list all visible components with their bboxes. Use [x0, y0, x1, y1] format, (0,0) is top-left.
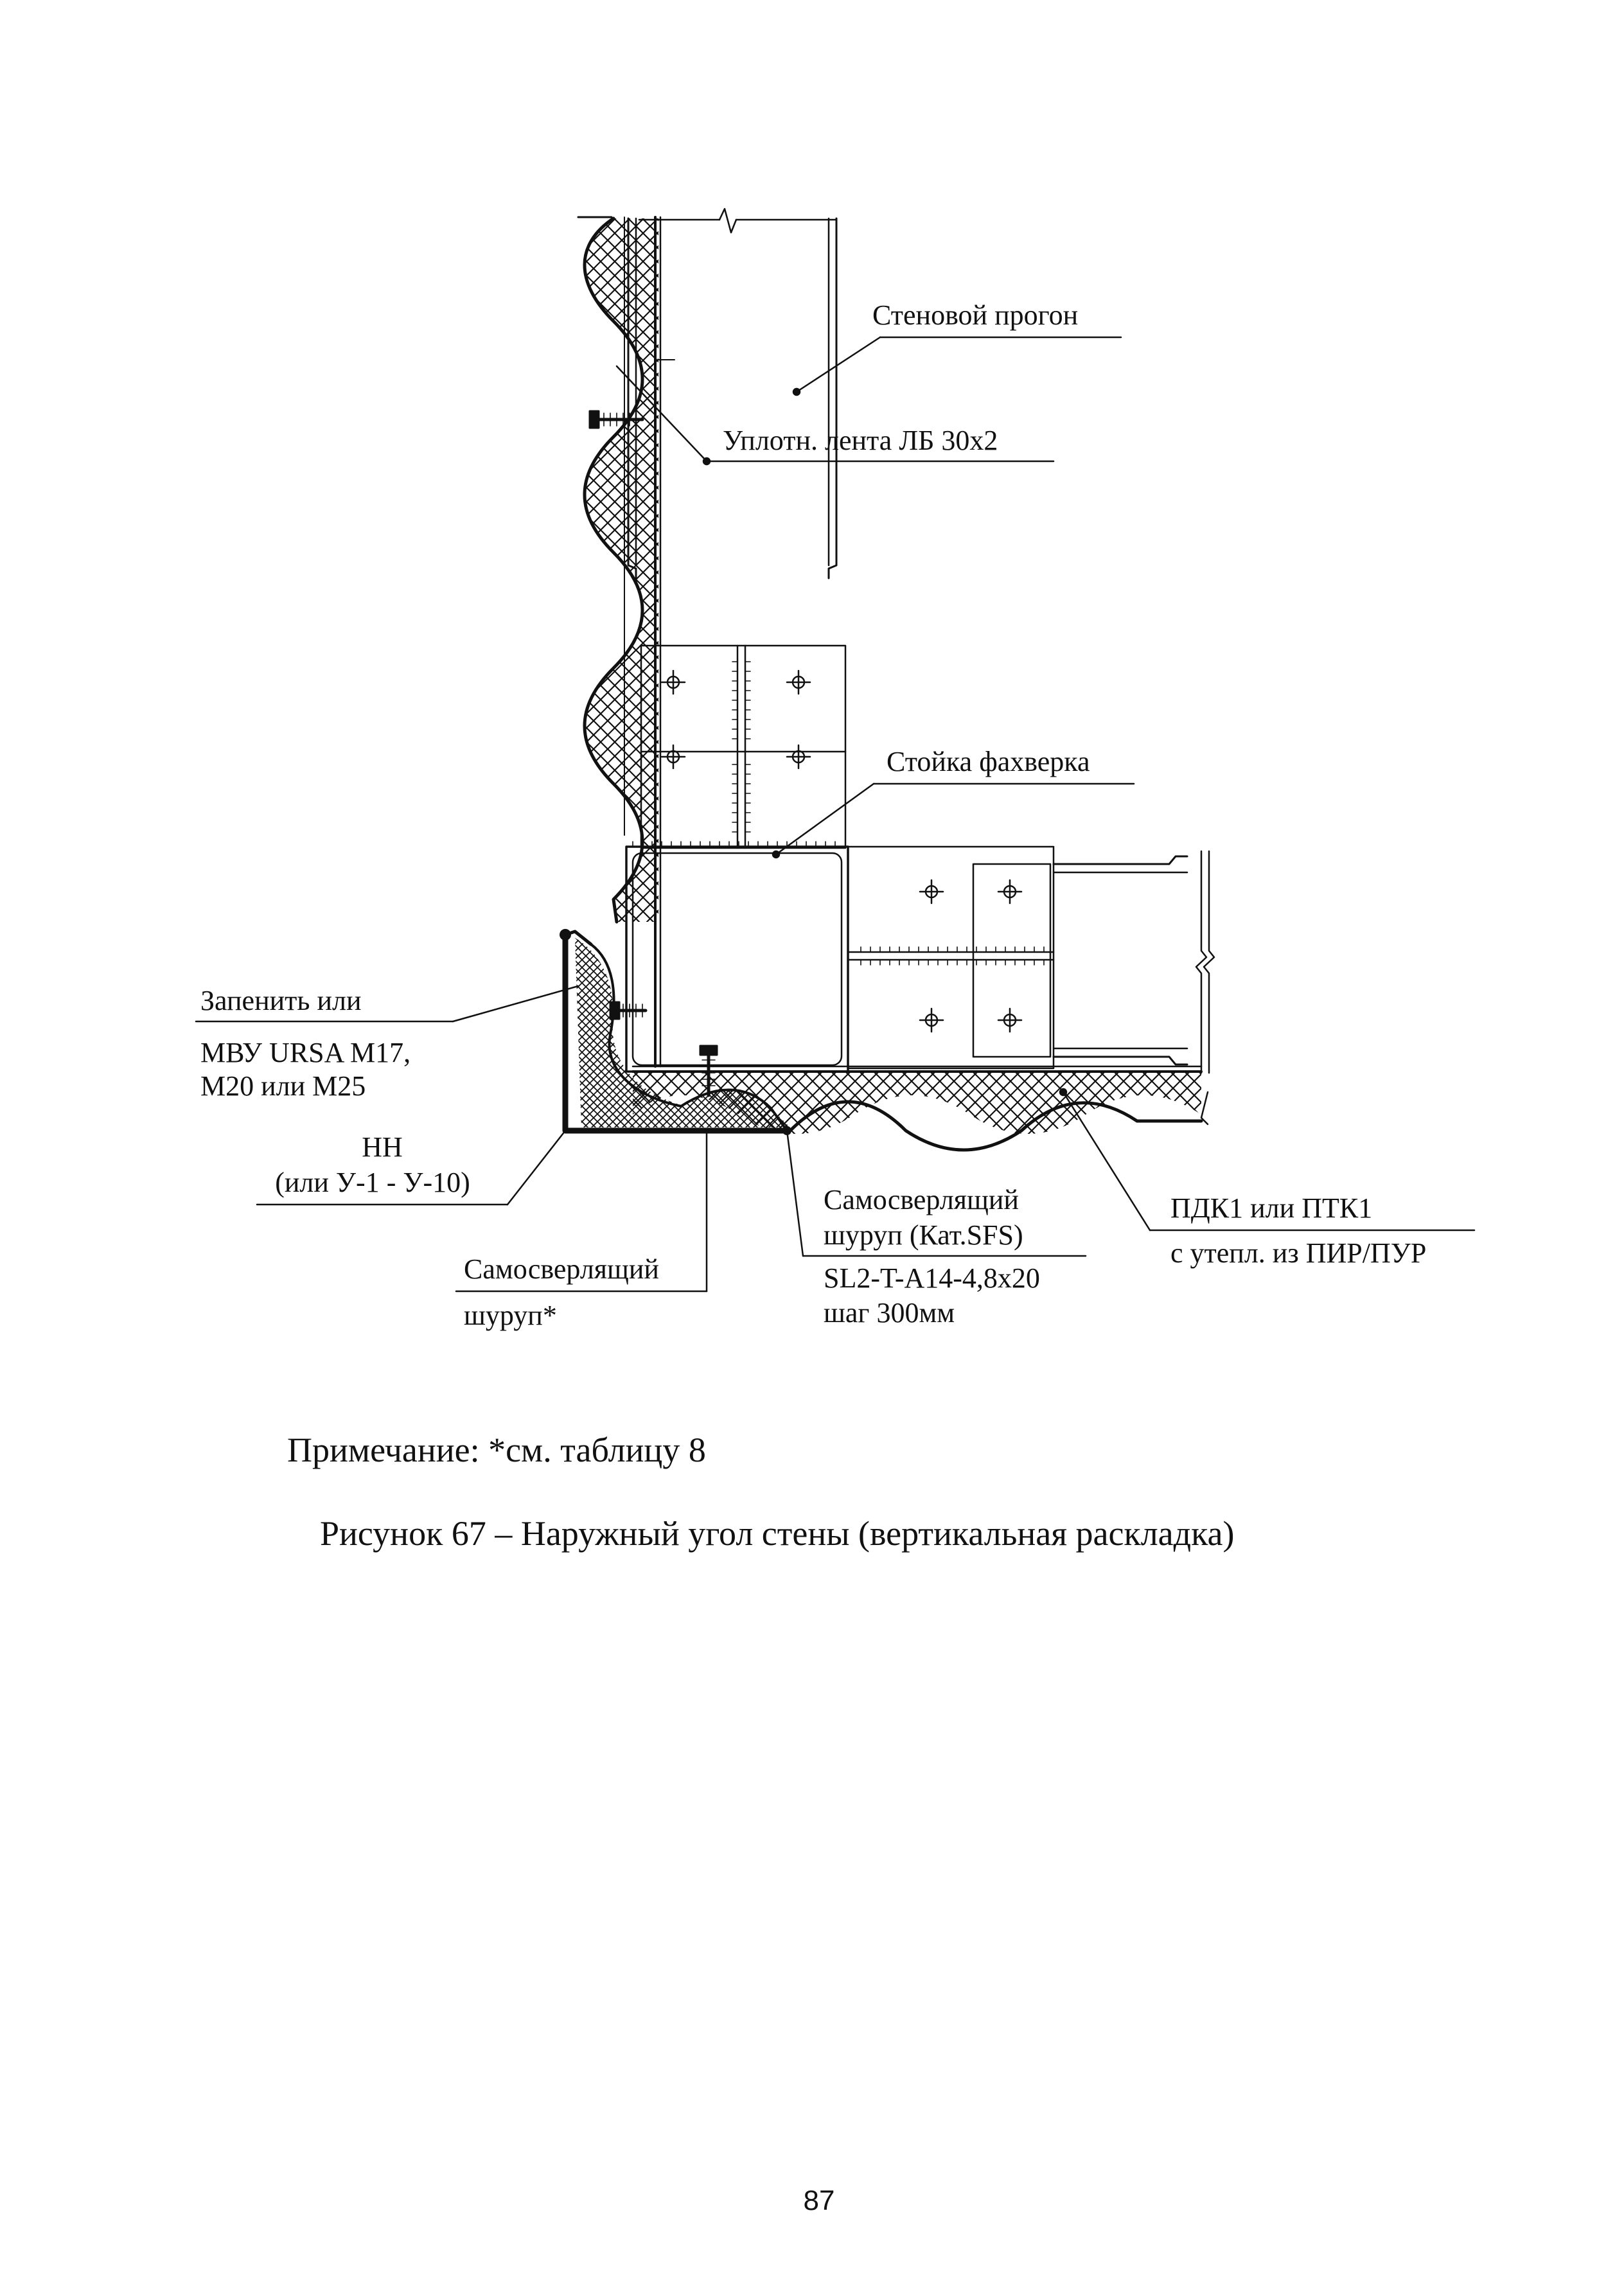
horizontal-purlin-profile: [1052, 850, 1215, 1074]
page-number: 87: [804, 2185, 835, 2216]
label-hn-line2: (или У-1 - У-10): [275, 1167, 470, 1198]
note-text: Примечание: *см. таблицу 8: [287, 1431, 706, 1469]
upper-bracket: [640, 644, 847, 849]
screw-bottom: [699, 1045, 718, 1097]
label-sealing-tape: Уплотн. лента ЛБ 30х2: [723, 425, 998, 456]
vertical-wall-panel: [577, 216, 662, 1068]
label-foam-line2: МВУ URSA M17,: [200, 1037, 410, 1068]
label-hn-line1: НН: [362, 1131, 403, 1163]
label-wall-purlin: Стеновой прогон: [872, 299, 1078, 331]
wall-purlin-profile: [627, 208, 838, 579]
screw-top: [588, 410, 644, 429]
bolt-marks-upper: [660, 669, 811, 770]
label-screw-star-line2: шуруп*: [464, 1300, 557, 1331]
label-foam-line1: Запенить или: [200, 985, 362, 1016]
label-screw-sfs-line3: SL2-T-A14-4,8x20: [824, 1262, 1040, 1294]
bolt-marks-right: [919, 879, 1023, 1033]
label-foam-line3: M20 или М25: [200, 1070, 366, 1102]
screws: [588, 410, 718, 1097]
label-screw-sfs-line1: Самосверлящий: [824, 1184, 1019, 1215]
label-panel-line1: ПДК1 или ПТК1: [1170, 1192, 1372, 1224]
right-bracket: [847, 845, 1055, 1070]
label-screw-sfs-line4: шаг 300мм: [824, 1297, 955, 1329]
diagram: Стеновой прогон Уплотн. лента ЛБ 30х2 Ст…: [195, 208, 1476, 1331]
label-half-timber-post: Стойка фахверка: [887, 746, 1090, 777]
figure-caption: Рисунок 67 – Наружный угол стены (вертик…: [320, 1514, 1235, 1553]
label-panel-line2: с утепл. из ПИР/ПУР: [1170, 1237, 1426, 1269]
label-screw-star-line1: Самосверлящий: [464, 1253, 659, 1285]
diagram-labels: Стеновой прогон Уплотн. лента ЛБ 30х2 Ст…: [200, 299, 1426, 1331]
leader-lines: [195, 336, 1476, 1293]
screw-side: [609, 1001, 648, 1020]
label-screw-sfs-line2: шуруп (Кат.SFS): [824, 1219, 1023, 1251]
weld-ticks-upper: [732, 661, 751, 833]
corner-flashing: [560, 929, 791, 1135]
